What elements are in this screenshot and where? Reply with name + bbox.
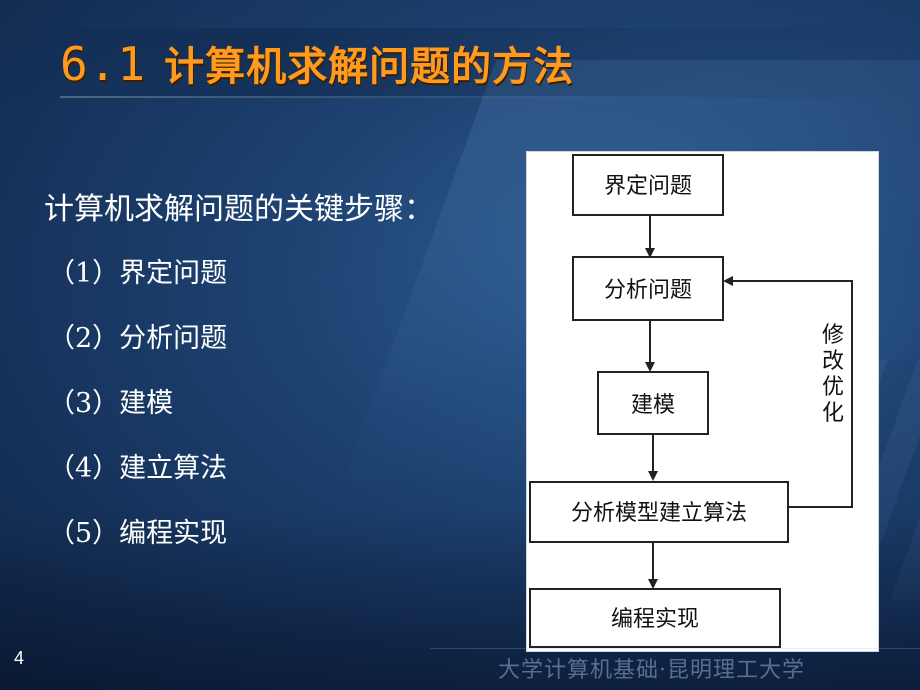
step-item: （4）建立算法 bbox=[48, 453, 228, 484]
feedback-arrow bbox=[723, 276, 853, 508]
steps-heading: 计算机求解问题的关键步骤： bbox=[44, 192, 434, 227]
feedback-label-char: 优 bbox=[822, 375, 844, 400]
step-item: （3）建模 bbox=[48, 388, 174, 419]
title-number: 6.1 bbox=[60, 37, 147, 91]
flowchart-canvas: 界定问题 分析问题 建模 分析模型建立算法 编程实现 修 改 优 化 bbox=[529, 154, 853, 648]
flowchart: 界定问题 分析问题 建模 分析模型建立算法 编程实现 修 改 优 化 bbox=[526, 151, 879, 652]
flow-box-label: 分析问题 bbox=[604, 278, 692, 303]
page-number: 4 bbox=[14, 648, 25, 668]
title-underline bbox=[60, 96, 760, 98]
flow-box-implement bbox=[529, 588, 781, 648]
flow-box-label: 界定问题 bbox=[604, 174, 692, 199]
flow-box-label: 编程实现 bbox=[611, 607, 699, 632]
steps-list: （1）界定问题 （2）分析问题 （3）建模 （4）建立算法 （5）编程实现 bbox=[48, 252, 227, 577]
step-item: （2）分析问题 bbox=[48, 323, 228, 354]
footer-text: 大学计算机基础·昆明理工大学 bbox=[498, 658, 805, 683]
title-text: 计算机求解问题的方法 bbox=[164, 44, 575, 90]
flow-box-analyze bbox=[572, 256, 724, 321]
flow-box-label: 建模 bbox=[631, 393, 675, 418]
flow-box-model bbox=[597, 371, 709, 435]
step-item: （1）界定问题 bbox=[48, 258, 228, 289]
feedback-label-char: 修 bbox=[822, 323, 844, 348]
feedback-label-char: 改 bbox=[822, 349, 844, 374]
footer-divider bbox=[430, 648, 920, 649]
flow-box-label: 分析模型建立算法 bbox=[571, 501, 747, 526]
slide-title: 6.1 计算机求解问题的方法 bbox=[60, 34, 574, 94]
flow-box-define bbox=[572, 154, 724, 216]
feedback-label-char: 化 bbox=[822, 401, 844, 426]
flow-box-algorithm bbox=[529, 481, 789, 543]
step-item: （5）编程实现 bbox=[48, 518, 228, 549]
title-band bbox=[0, 28, 920, 98]
